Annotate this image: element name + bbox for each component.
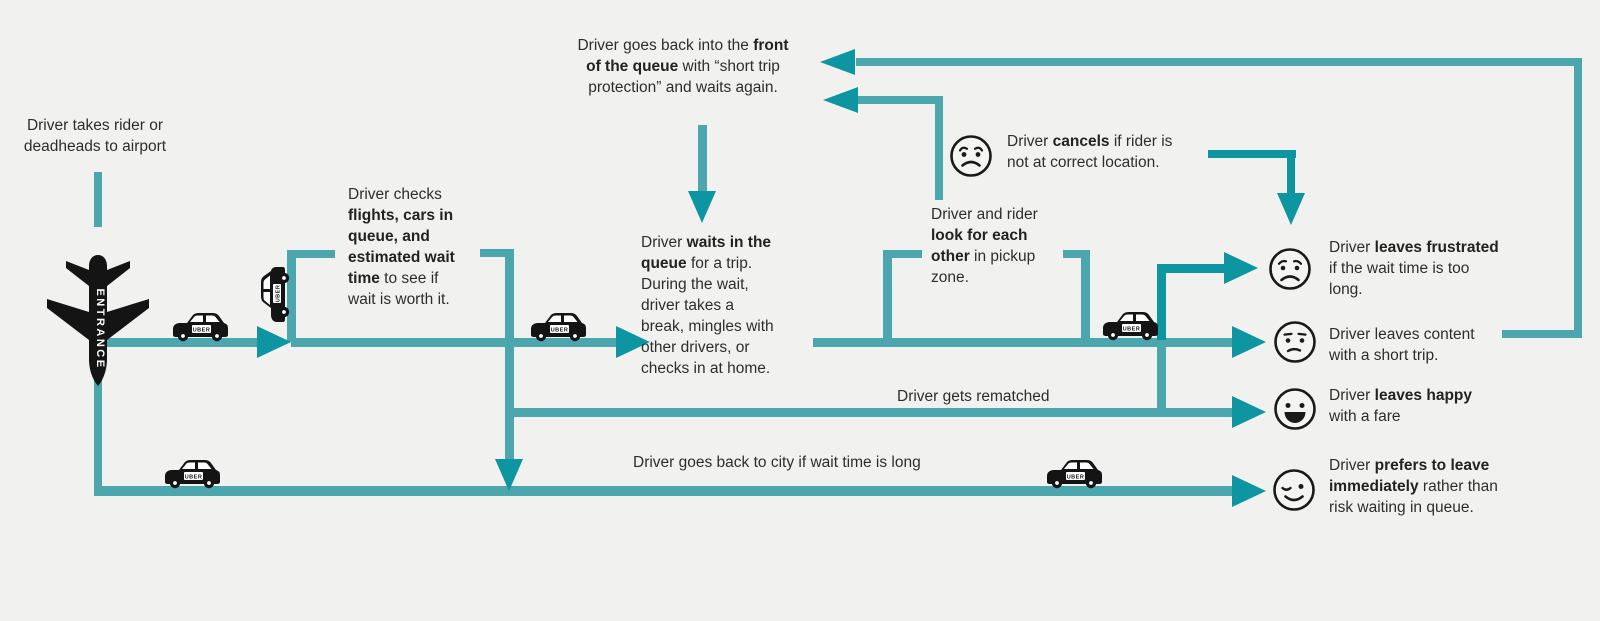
cancel-elbow-vertical [1287,150,1295,196]
angry-face-icon [950,135,992,177]
pickup-bracket-left-horizontal [883,250,922,258]
frustrated-branch-vertical [1157,266,1166,340]
label-back-to-city: Driver goes back to city if wait time is… [633,454,921,471]
uber-car-label: UBER [185,474,203,480]
main-line-3 [813,338,1232,347]
frustrated-branch-horizontal [1157,264,1225,273]
short-trip-loop-stub [1502,330,1582,338]
checks-branch-horizontal [287,250,335,258]
main-arrowhead-1 [257,326,291,358]
uber-car-label: UBER [1123,326,1141,332]
pickup-bracket-right-horizontal [1063,250,1090,258]
main-line-2 [291,338,617,347]
checks-branch-vertical [287,252,296,342]
checks-return-horizontal [480,249,514,257]
uber-car-icon: UBER [531,313,586,342]
happy-arrowhead [1232,396,1266,428]
entrance-label: ENTRANCE [94,288,106,370]
uber-car-icon: UBER [1103,312,1158,341]
uber-car-label: UBER [551,327,569,333]
cancel-elbow-horizontal [1208,150,1296,158]
requeue-arrowhead-short [823,87,858,113]
pickup-bracket-left-vertical [883,252,892,342]
decision-vertical [505,253,514,459]
decision-down-arrowhead [495,459,523,491]
cancel-down-arrowhead [1277,193,1305,225]
back-to-city-line [94,486,1234,496]
uber-car-icon-vertical: UBER [261,267,290,322]
main-arrowhead-2 [616,326,650,358]
uber-car-label: UBER [193,327,211,333]
frustrated-face-icon [1269,248,1311,290]
airplane-icon [47,255,149,386]
airport-down-line [94,378,102,490]
uber-car-label: UBER [1067,474,1085,480]
pickup-bracket-right-vertical [1081,252,1090,342]
back-to-city-arrowhead [1232,475,1266,507]
uber-car-label: UBER [275,285,281,303]
requeue-line-short [858,96,943,104]
wait-down-vertical [698,125,707,191]
main-line-1 [100,338,258,347]
content-arrowhead [1232,326,1266,358]
uber-car-icon: UBER [173,313,228,342]
short-trip-loop-vertical [1574,58,1582,338]
label-rematched: Driver gets rematched [897,388,1050,405]
wait-down-arrowhead [688,191,716,223]
content-face-icon [1274,321,1316,363]
start-stub-line [94,172,102,227]
requeue-line-long [856,58,1582,66]
uber-car-icon: UBER [1047,460,1102,489]
happy-face-icon [1274,388,1316,430]
wink-face-icon [1273,469,1315,511]
requeue-arrowhead-long [820,49,855,75]
frustrated-arrowhead [1224,252,1258,284]
uber-car-icon: UBER [165,460,220,489]
rematched-line [505,408,1232,417]
cancel-up-vertical [935,104,943,200]
happy-branch-vertical [1157,343,1166,413]
